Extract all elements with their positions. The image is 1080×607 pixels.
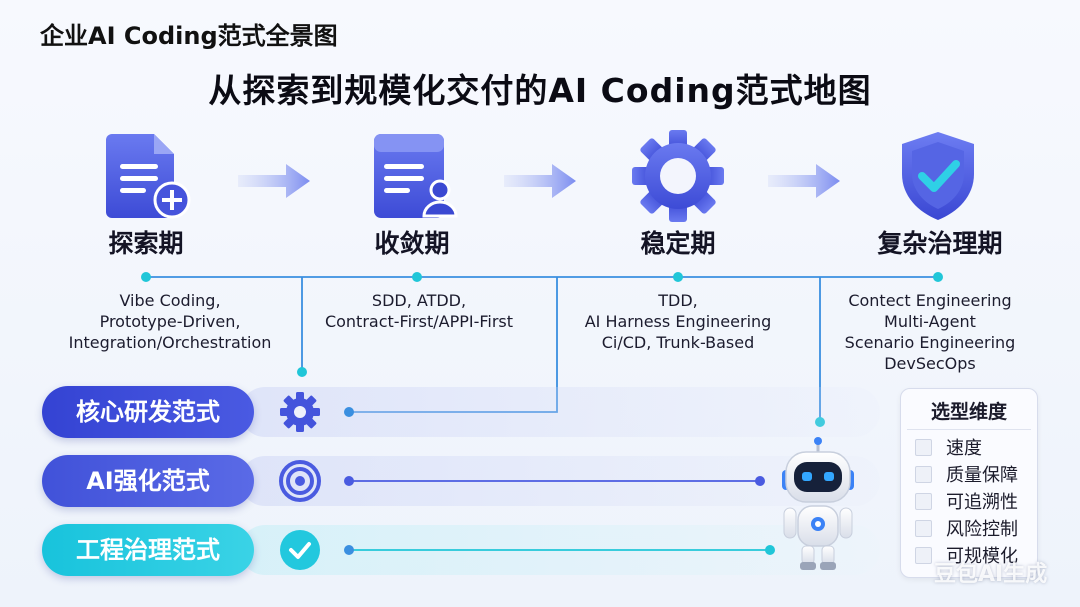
paradigm-core-rd: 核心研发范式	[42, 386, 254, 438]
page-label: 企业AI Coding范式全景图	[40, 22, 338, 50]
divider	[907, 429, 1031, 430]
checkbox[interactable]	[915, 546, 932, 564]
dimension-item[interactable]: 速度	[915, 435, 982, 459]
panel-title: 选型维度	[930, 401, 1007, 423]
page-title: 从探索到规模化交付的AI Coding范式地图	[208, 71, 872, 110]
dimension-item[interactable]: 可规模化	[915, 543, 1018, 567]
dimension-item[interactable]: 质量保障	[915, 462, 1018, 486]
stage-description-convergence: SDD, ATDD, Contract-First/APPI-First	[324, 291, 514, 331]
document-add-icon	[106, 134, 191, 219]
stage-label-governance: 复杂治理期	[877, 229, 1003, 258]
gear-icon	[280, 392, 320, 432]
gear-icon	[632, 130, 724, 222]
checkbox[interactable]	[915, 519, 932, 537]
robot-icon	[782, 437, 854, 570]
target-icon	[279, 460, 321, 502]
dimension-item[interactable]: 可追溯性	[915, 489, 1018, 513]
paradigm-ai-enhanced: AI强化范式	[42, 455, 254, 507]
shield-check-icon	[902, 132, 974, 220]
stage-description-stable: TDD, AI Harness Engineering Ci/CD, Trunk…	[584, 291, 772, 352]
selection-dimensions-panel: 选型维度 速度 质量保障 可追溯性 风险控制 可规模化	[900, 388, 1038, 578]
check-circle-icon	[280, 530, 320, 570]
paradigm-engineering-governance: 工程治理范式	[42, 524, 254, 576]
document-user-icon	[374, 134, 458, 218]
stage-label-convergence: 收敛期	[374, 229, 450, 258]
dimension-item[interactable]: 风险控制	[915, 516, 1018, 540]
watermark: 豆包AI生成	[934, 562, 1048, 587]
arrow-right-icon	[504, 164, 576, 198]
arrow-right-icon	[238, 164, 310, 198]
checkbox[interactable]	[915, 465, 932, 483]
stage-description-exploration: Vibe Coding, Prototype-Driven, Integrati…	[68, 291, 272, 352]
stage-description-governance: Contect Engineering Multi-Agent Scenario…	[844, 291, 1016, 373]
stage-label-stable: 稳定期	[640, 229, 716, 258]
checkbox[interactable]	[915, 492, 932, 510]
checkbox[interactable]	[915, 438, 932, 456]
stage-label-exploration: 探索期	[108, 229, 184, 258]
arrow-right-icon	[768, 164, 840, 198]
